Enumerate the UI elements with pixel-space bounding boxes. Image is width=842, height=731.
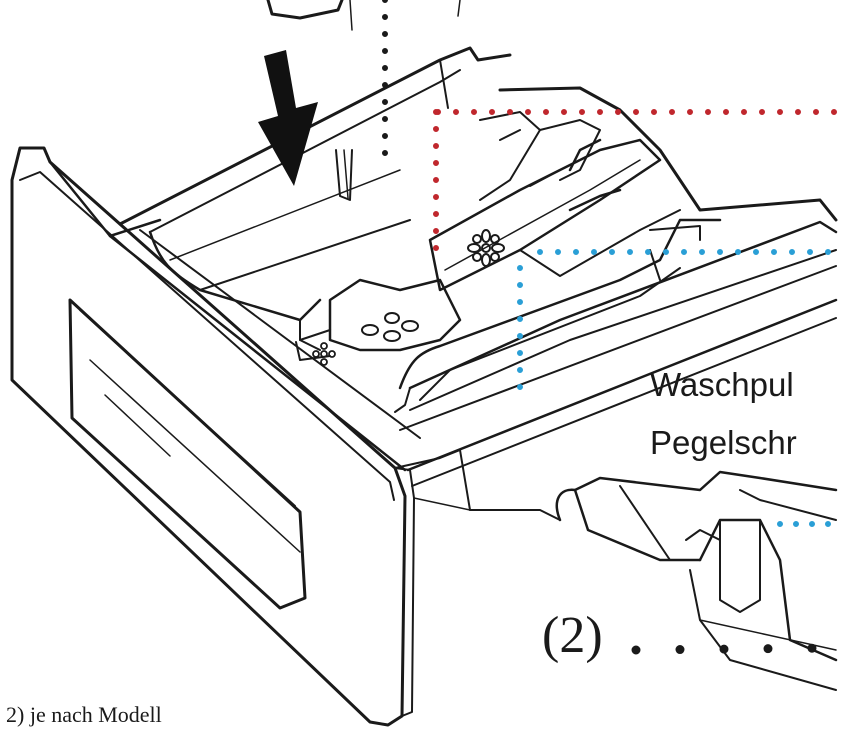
siphon-holes bbox=[361, 312, 419, 342]
siphon-area bbox=[328, 278, 462, 352]
down-arrow-icon bbox=[258, 50, 318, 186]
lid-part bbox=[266, 0, 344, 20]
small-vent-icon bbox=[312, 342, 336, 366]
footnote: 2) je nach Modell bbox=[6, 702, 162, 727]
right-rail bbox=[498, 86, 838, 222]
level-mark-label: Pegelschr bbox=[650, 424, 797, 461]
handle-recess bbox=[68, 298, 307, 610]
detergent-label: Waschpul bbox=[650, 366, 794, 403]
tray-rim bbox=[118, 46, 512, 226]
callout-number: (2) bbox=[542, 607, 603, 664]
drawer-front-panel bbox=[10, 146, 407, 727]
inset-piece bbox=[573, 470, 838, 492]
flower-vent-icon bbox=[467, 229, 505, 267]
